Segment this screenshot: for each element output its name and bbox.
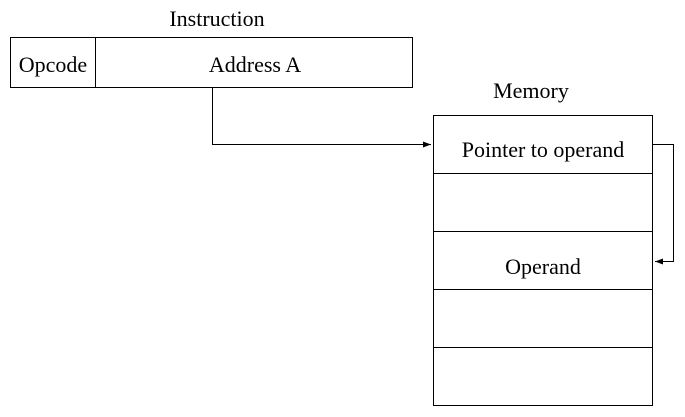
memory-cell-label: Operand bbox=[505, 254, 581, 279]
address-field bbox=[95, 37, 413, 88]
memory-block: Pointer to operand Operand bbox=[433, 115, 653, 406]
pointer-to-operand-arrow bbox=[653, 144, 674, 265]
address-to-pointer-arrow bbox=[212, 88, 431, 148]
memory-cell-empty bbox=[433, 173, 653, 232]
instruction-title: Instruction bbox=[169, 6, 264, 31]
instruction-format: Opcode Address A bbox=[10, 37, 413, 88]
address-label: Address A bbox=[209, 52, 301, 77]
memory-cell-empty bbox=[433, 289, 653, 348]
memory-cell-operand bbox=[433, 231, 653, 290]
memory-cell-pointer bbox=[433, 115, 653, 174]
memory-cell-label: Pointer to operand bbox=[462, 137, 625, 162]
memory-cell-empty bbox=[433, 347, 653, 406]
opcode-label: Opcode bbox=[19, 52, 87, 77]
memory-title: Memory bbox=[493, 78, 569, 103]
opcode-field bbox=[10, 37, 96, 88]
